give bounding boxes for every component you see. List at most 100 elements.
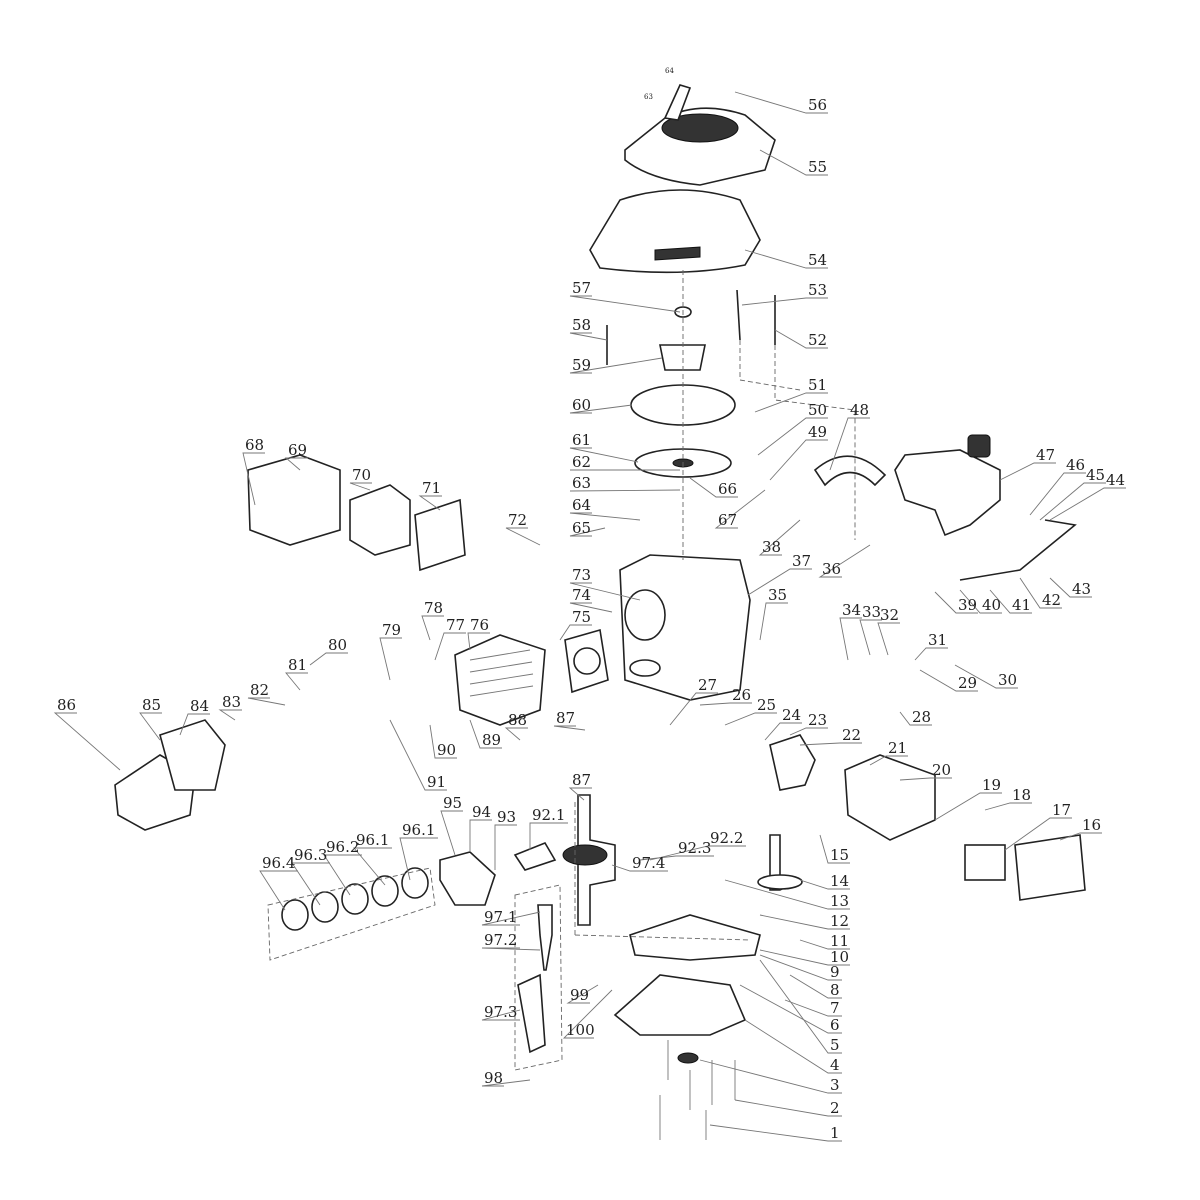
part-label-39: 39	[958, 596, 977, 614]
leader-line	[353, 847, 392, 886]
part-labels: 5655545352575859606162636465515049484746…	[57, 96, 1125, 1142]
leader-line	[284, 457, 308, 471]
leader-line	[759, 954, 842, 981]
ring-group	[267, 867, 436, 961]
part-label-77: 77	[446, 616, 465, 634]
part-label-97-4: 97.4	[632, 854, 665, 872]
leader-line	[869, 755, 908, 766]
part-label-32: 32	[880, 606, 899, 624]
leader-line	[569, 512, 641, 521]
leader-line	[734, 91, 828, 114]
part-label-88: 88	[508, 711, 527, 729]
leader-line	[569, 404, 633, 414]
part-label-92-3: 92.3	[678, 839, 711, 857]
leader-line	[285, 672, 308, 691]
part-label-36: 36	[822, 560, 841, 578]
heat-shield	[964, 844, 1006, 881]
part-label-95: 95	[443, 794, 462, 812]
starter-cup	[659, 344, 706, 371]
part-label-79: 79	[382, 621, 401, 639]
leader-line	[899, 711, 932, 726]
leader-line	[714, 489, 766, 529]
part-label-4: 4	[830, 1056, 840, 1074]
leader-line	[1049, 487, 1126, 521]
part-label-31: 31	[928, 631, 947, 649]
air-filter-cover	[247, 454, 341, 546]
part-label-12: 12	[830, 912, 849, 930]
small-label: 63	[644, 93, 653, 101]
part-label-13: 13	[830, 892, 849, 910]
part-label-62: 62	[572, 453, 591, 471]
part-label-5: 5	[830, 1036, 840, 1054]
leader-line	[559, 624, 592, 641]
part-label-40: 40	[982, 596, 1001, 614]
leader-line	[1029, 472, 1086, 516]
leader-lines	[53, 91, 1126, 1142]
part-label-100: 100	[566, 1021, 595, 1039]
part-label-97-1: 97.1	[484, 908, 517, 926]
part-label-50: 50	[808, 401, 827, 419]
leader-line	[494, 824, 517, 870]
part-label-92-1: 92.1	[532, 806, 565, 824]
part-label-70: 70	[352, 466, 371, 484]
gasket-hole	[573, 647, 601, 675]
piston	[439, 851, 496, 906]
starter-handle	[663, 84, 692, 121]
leader-line	[984, 802, 1032, 811]
leader-line	[724, 879, 850, 910]
part-label-21: 21	[888, 739, 907, 757]
leader-line	[709, 1124, 842, 1142]
bracket	[813, 455, 887, 487]
part-label-96-2: 96.2	[326, 838, 359, 856]
leader-line	[467, 632, 490, 651]
part-label-97-3: 97.3	[484, 1003, 517, 1021]
part-label-18: 18	[1012, 786, 1031, 804]
leader-line	[989, 589, 1032, 614]
starter-cap	[661, 113, 739, 143]
part-label-66: 66	[718, 480, 737, 498]
leader-line	[759, 602, 788, 641]
leader-line	[859, 619, 882, 656]
leader-line	[434, 632, 466, 661]
part-label-60: 60	[572, 396, 591, 414]
leader-line	[389, 719, 447, 791]
leader-line	[639, 855, 714, 861]
part-label-22: 22	[842, 726, 861, 744]
piston-rings	[281, 867, 429, 931]
part-label-71: 71	[422, 479, 441, 497]
part-label-84: 84	[190, 697, 209, 715]
leader-line	[649, 845, 746, 861]
leader-line	[569, 332, 608, 341]
part-label-67: 67	[718, 511, 737, 529]
sump-gasket	[629, 914, 761, 961]
fuel-tank	[894, 449, 1001, 537]
leader-line	[469, 719, 502, 749]
shroud-vents	[654, 246, 701, 261]
leader-line	[566, 984, 599, 1004]
part-label-37: 37	[792, 552, 811, 570]
part-label-34: 34	[842, 601, 861, 619]
leader-line	[569, 489, 681, 492]
part-label-20: 20	[932, 761, 951, 779]
muffler-guard	[1014, 834, 1086, 901]
part-label-27: 27	[698, 676, 717, 694]
part-label-74: 74	[572, 586, 591, 604]
small-label: 64	[665, 67, 674, 75]
part-label-16: 16	[1082, 816, 1101, 834]
leader-line	[669, 692, 718, 726]
part-label-63: 63	[572, 474, 591, 492]
part-label-75: 75	[572, 608, 591, 626]
leader-line	[218, 709, 242, 721]
head-fins	[469, 649, 534, 697]
leader-line	[323, 854, 362, 896]
part-label-3: 3	[830, 1076, 840, 1094]
leader-line	[758, 519, 801, 556]
leader-line	[799, 879, 850, 890]
part-label-29: 29	[958, 674, 977, 692]
leader-line	[764, 722, 802, 741]
part-label-89: 89	[482, 731, 501, 749]
part-label-2: 2	[830, 1099, 840, 1117]
leader-line	[899, 777, 952, 781]
part-label-53: 53	[808, 281, 827, 299]
leader-line	[747, 568, 812, 596]
